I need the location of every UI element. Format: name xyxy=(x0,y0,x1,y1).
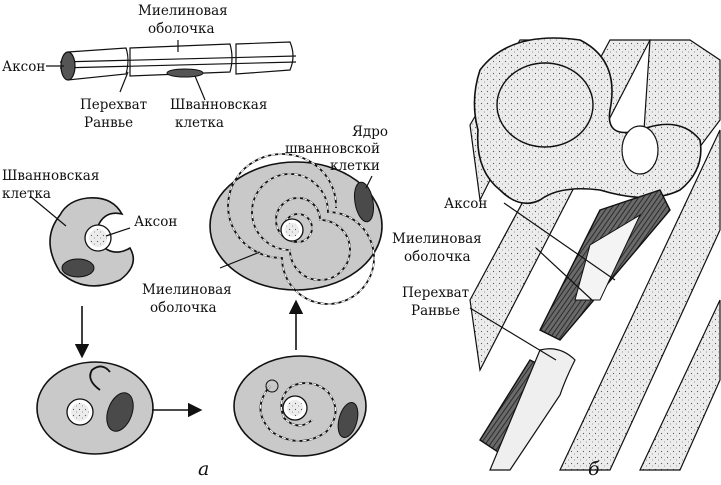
label-schwann-top-2: клетка xyxy=(175,115,224,131)
myelinated-axon-diagram xyxy=(46,40,297,101)
panel-label-a: а xyxy=(198,458,209,480)
label-ranvier-b: Перехват xyxy=(402,285,469,301)
label-nucleus: Ядро xyxy=(352,124,388,140)
schwann-nucleus xyxy=(496,62,594,148)
myelin-segment xyxy=(479,189,671,471)
label-myelin-b-2: оболочка xyxy=(404,249,471,265)
stage-4-myelin-spiral xyxy=(209,153,383,305)
stage-2-wrapping xyxy=(36,361,154,455)
label-schwann-left: Шванновская xyxy=(2,168,99,184)
schwann-nucleus-top xyxy=(166,68,204,78)
stage-3-wrapping xyxy=(233,355,367,457)
label-myelin-mid: Миелиновая xyxy=(142,282,232,298)
label-axon-cell: Аксон xyxy=(134,214,177,230)
label-nucleus-2: шванновской xyxy=(285,141,380,157)
panel-a: Миелиновая оболочка Аксон Перехват Ранвь… xyxy=(2,3,388,480)
stage-1-schwann-cell xyxy=(29,195,135,287)
panel-b: Аксон Миелиновая оболочка Перехват Ранвь… xyxy=(392,37,721,480)
label-schwann-left-2: клетка xyxy=(2,186,51,202)
label-myelin-mid-2: оболочка xyxy=(150,300,217,316)
node-of-ranvier xyxy=(489,348,576,471)
label-ranvier-top: Перехват xyxy=(80,97,147,113)
label-nucleus-3: клетки xyxy=(330,158,380,174)
label-schwann-top: Шванновская xyxy=(170,97,267,113)
label-axon-top: Аксон xyxy=(2,59,45,75)
panel-label-b: б xyxy=(588,458,600,480)
label-ranvier-top-2: Ранвье xyxy=(84,115,133,131)
label-myelin-top: Миелиновая xyxy=(138,3,228,19)
label-myelin-top-2: оболочка xyxy=(148,21,215,37)
label-axon-b: Аксон xyxy=(444,196,487,212)
label-myelin-b: Миелиновая xyxy=(392,231,482,247)
label-ranvier-b-2: Ранвье xyxy=(411,303,460,319)
